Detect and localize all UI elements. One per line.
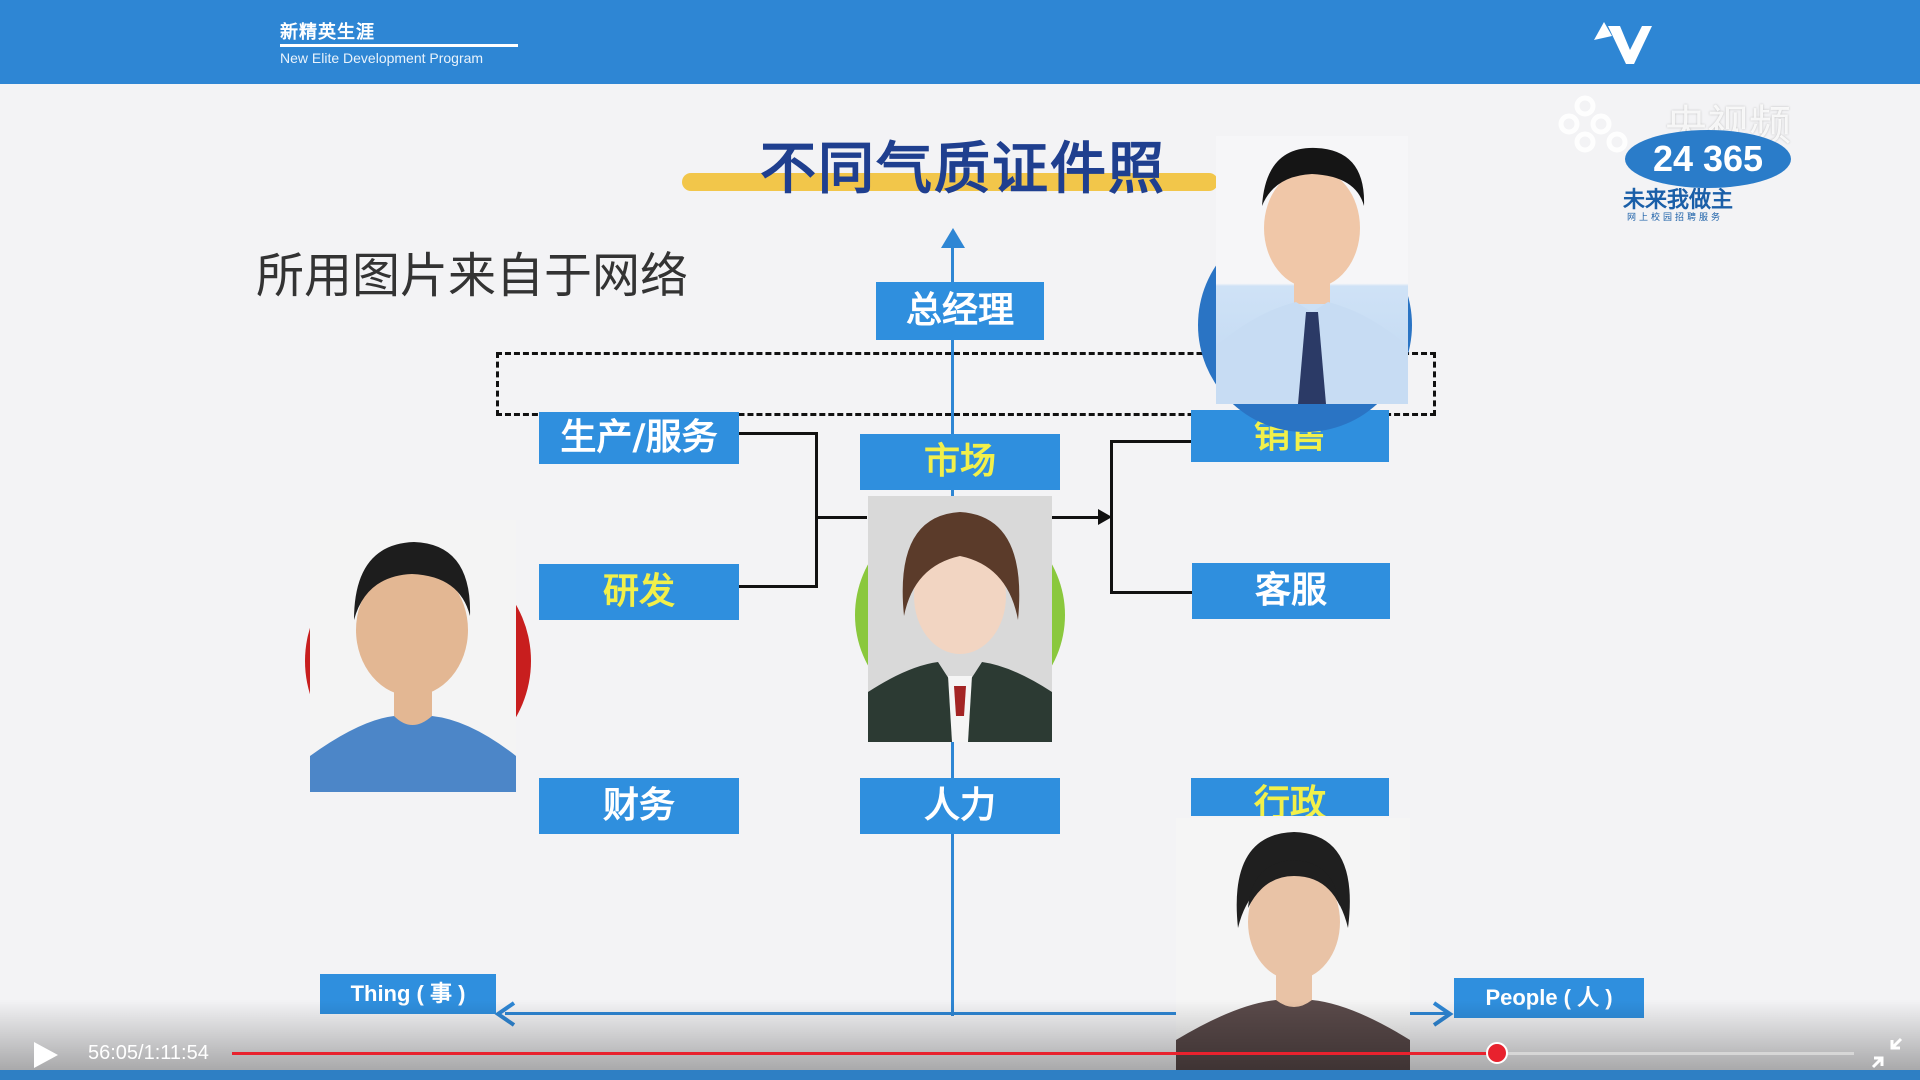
box-customer-service: 客服	[1192, 563, 1390, 619]
arrow-right-icon	[1432, 1001, 1454, 1027]
watermark-logo-icon	[1558, 95, 1628, 153]
watermark-tagline: 网上校园招聘服务	[1627, 213, 1724, 223]
horizontal-axis	[505, 1012, 1437, 1015]
brand-name-cn: 新精英生涯	[280, 22, 375, 43]
box-admin: 行政	[1191, 778, 1389, 816]
connector-line	[815, 516, 867, 519]
image-source-note: 所用图片来自于网络	[256, 248, 689, 304]
portrait-man-tie	[1216, 136, 1408, 404]
brand-name-en: New Elite Development Program	[280, 50, 484, 66]
portrait-man-tie-image	[1216, 147, 1408, 404]
watermark-slogan: 未来我做主	[1623, 188, 1734, 213]
watermark-badge: 24 365	[1625, 130, 1791, 188]
seek-bar[interactable]	[232, 1042, 1854, 1064]
seek-progress	[232, 1052, 1498, 1055]
portrait-stylish-youth-image	[868, 512, 1052, 742]
title-highlight-bar	[682, 173, 1218, 191]
axis-label-people: People ( 人 )	[1454, 978, 1644, 1018]
connector-line	[815, 432, 818, 588]
slide-header-band: 新精英生涯 New Elite Development Program	[0, 0, 1920, 84]
arrow-up-icon	[941, 228, 965, 248]
portrait-young-man-image	[310, 542, 516, 792]
box-rnd: 研发	[539, 564, 739, 620]
box-general-manager: 总经理	[876, 282, 1044, 340]
player-controls-overlay	[0, 1000, 1920, 1080]
axis-label-thing: Thing ( 事 )	[320, 974, 496, 1014]
connector-line	[739, 432, 817, 435]
v-logo-icon	[1594, 22, 1652, 64]
connector-arrow-icon	[1098, 509, 1112, 525]
connector-line	[1110, 591, 1192, 594]
brand-underline	[280, 44, 518, 47]
seek-knob[interactable]	[1486, 1042, 1509, 1064]
connector-line	[1052, 516, 1104, 519]
box-hr: 人力	[860, 778, 1060, 834]
play-button[interactable]	[30, 1040, 60, 1070]
broadcaster-watermark: 央视频 24 365 未来我做主 网上校园招聘服务	[1555, 88, 1825, 228]
connector-line	[1110, 440, 1113, 594]
box-production-service: 生产/服务	[539, 412, 739, 464]
dashed-management-band	[496, 352, 1436, 416]
playback-time: 56:05/1:11:54	[88, 1042, 209, 1064]
connector-line	[1110, 440, 1192, 443]
box-finance: 财务	[539, 778, 739, 834]
exit-fullscreen-icon[interactable]	[1870, 1036, 1904, 1070]
connector-line	[739, 585, 817, 588]
box-market: 市场	[860, 434, 1060, 490]
slide-title: 不同气质证件照	[760, 136, 1166, 202]
portrait-young-man	[310, 520, 516, 792]
portrait-stylish-youth	[868, 496, 1052, 742]
arrow-left-icon	[494, 1001, 516, 1027]
axis-right-stub	[1408, 1012, 1448, 1015]
bottom-strip	[0, 1070, 1920, 1080]
